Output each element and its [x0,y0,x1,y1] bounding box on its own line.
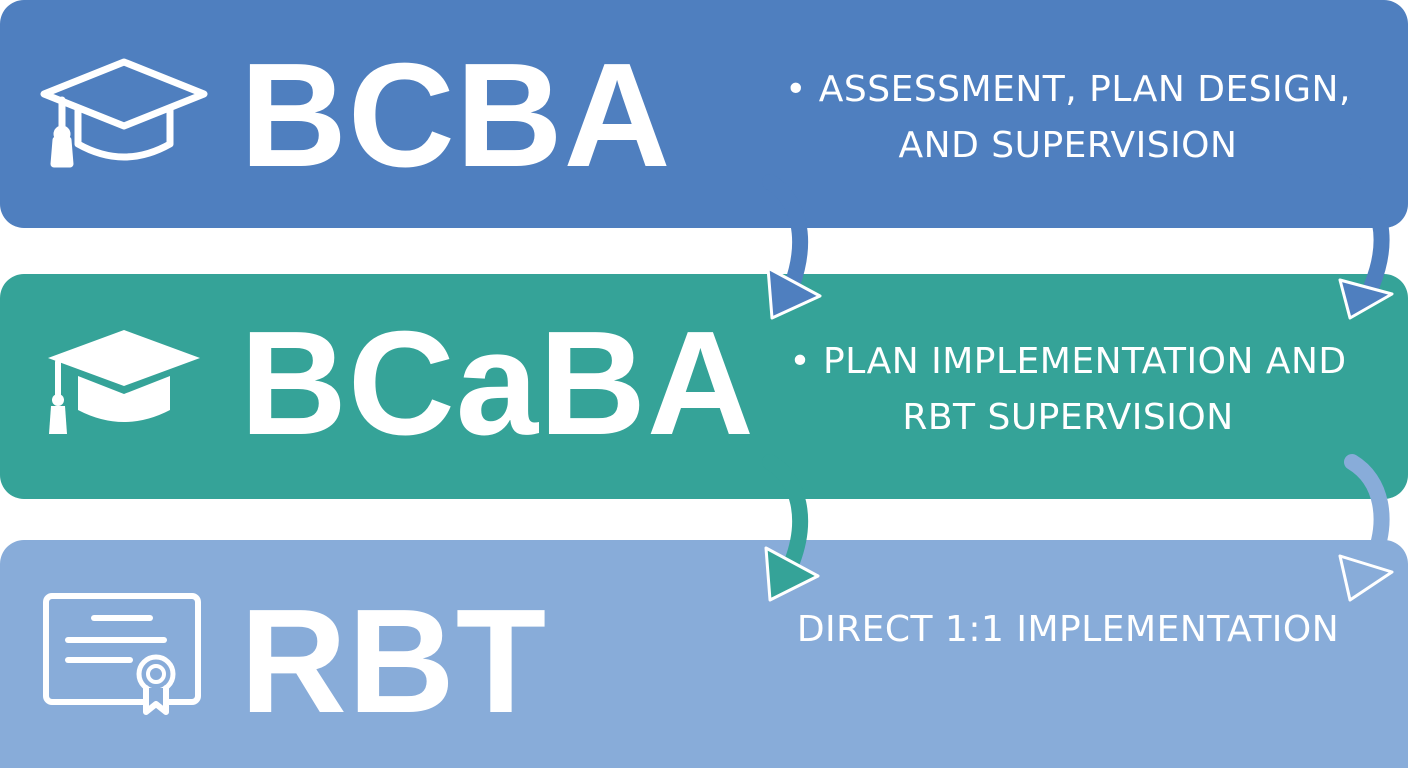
tier-rbt: RBT Direct 1:1 Implementation [0,540,1408,768]
graduation-cap-outline-icon [38,52,210,182]
tier-bcaba: BCaBA • Plan Implementation and RBT Supe… [0,274,1408,499]
certificate-icon [38,588,210,718]
tier-bcba: BCBA • Assessment, Plan Design, and Supe… [0,0,1408,228]
tier-description: Direct 1:1 Implementation [796,609,1340,650]
tier-description: • Plan Implementation and RBT Supervisio… [789,341,1347,438]
tier-title: RBT [240,579,548,744]
graduation-cap-solid-icon [38,318,210,448]
tier-title: BCBA [240,33,672,198]
tier-title: BCaBA [240,301,755,466]
tier-description: • Assessment, Plan Design, and Supervisi… [785,69,1351,166]
